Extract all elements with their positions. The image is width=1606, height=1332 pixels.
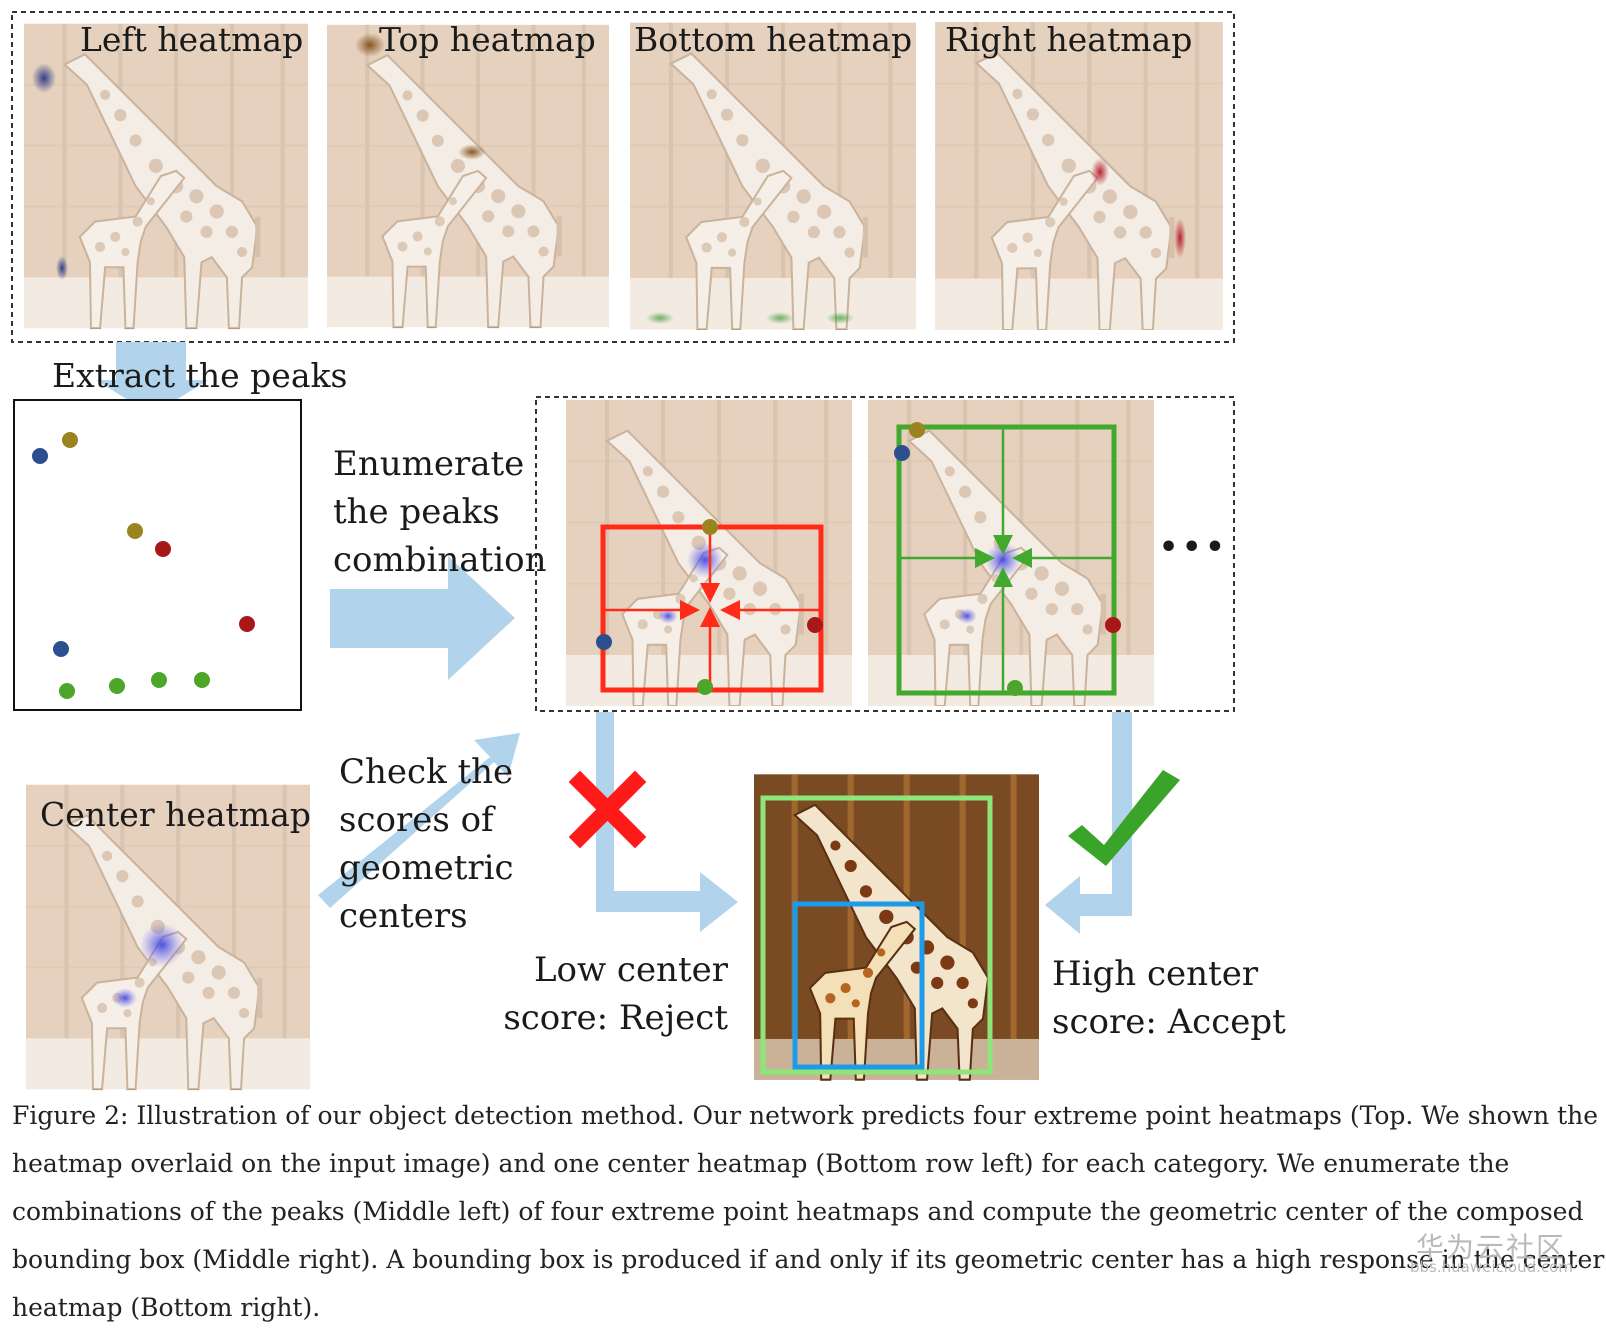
bottom-heatmap-panel (630, 23, 916, 329)
reject-combination-panel (566, 400, 852, 706)
caption-line-4: bounding box (Middle right). A bounding … (12, 1245, 1605, 1274)
reject-line-1: Low center (533, 950, 728, 990)
peak-points (32, 432, 255, 699)
figure-caption: Figure 2: Illustration of our object det… (12, 1092, 1605, 1332)
extract-down-arrow (96, 342, 208, 415)
top-heatmap-panel (327, 25, 609, 327)
accept-combination-panel (868, 400, 1154, 706)
caption-line-1: Figure 2: Illustration of our object det… (12, 1101, 1599, 1130)
left-heatmap-title: Left heatmap (80, 20, 304, 59)
check-line-3: geometric (339, 848, 514, 888)
check-diagonal-arrow (318, 733, 520, 908)
enumerate-label: Enumerate the peaks combination (333, 440, 546, 584)
top-heatmaps-frame (11, 11, 1235, 343)
watermark-cn: 华为云社区 (1416, 1231, 1567, 1264)
final-detection-image (754, 774, 1039, 1079)
right-heatmap-title: Right heatmap (945, 20, 1193, 59)
caption-line-3: combinations of the peaks (Middle left) … (12, 1197, 1584, 1226)
check-line-1: Check the (339, 752, 514, 792)
watermark: 华为云社区 bbs.huaweicloud.com (1410, 1231, 1573, 1276)
check-scores-label: Check the scores of geometric centers (339, 748, 514, 940)
check-line-4: centers (339, 896, 468, 936)
center-heatmap-title: Center heatmap (40, 795, 311, 834)
caption-line-5: heatmap (Bottom right). (12, 1293, 321, 1322)
right-heatmap-panel (935, 22, 1222, 330)
enumerate-line-3: combination (333, 540, 547, 580)
enumerate-line-1: Enumerate (333, 444, 525, 484)
more-combinations-ellipsis: ••• (1159, 530, 1229, 565)
peaks-box (13, 399, 302, 711)
reject-route-arrow (596, 712, 738, 932)
left-heatmap-panel (24, 24, 308, 328)
extract-peaks-label: Extract the peaks (52, 356, 348, 395)
combination-frame (535, 396, 1235, 712)
accept-line-2: score: Accept (1052, 1002, 1286, 1042)
watermark-url: bbs.huaweicloud.com (1410, 1258, 1573, 1276)
caption-line-2: heatmap overlaid on the input image) and… (12, 1149, 1510, 1178)
check-line-2: scores of (339, 800, 494, 840)
reject-cross-icon (568, 770, 647, 849)
accept-line-1: High center (1052, 954, 1259, 994)
top-heatmap-title: Top heatmap (379, 20, 596, 59)
enumerate-line-2: the peaks (333, 492, 500, 532)
accept-route-arrow (1045, 712, 1132, 934)
center-heatmap-panel (26, 785, 310, 1089)
enumerate-arrow (330, 556, 515, 680)
accept-check-icon (1068, 770, 1180, 866)
accept-outcome-label: High center score: Accept (1052, 950, 1286, 1046)
reject-outcome-label: Low center score: Reject (500, 946, 728, 1042)
bottom-heatmap-title: Bottom heatmap (634, 20, 913, 59)
reject-line-2: score: Reject (503, 998, 728, 1038)
